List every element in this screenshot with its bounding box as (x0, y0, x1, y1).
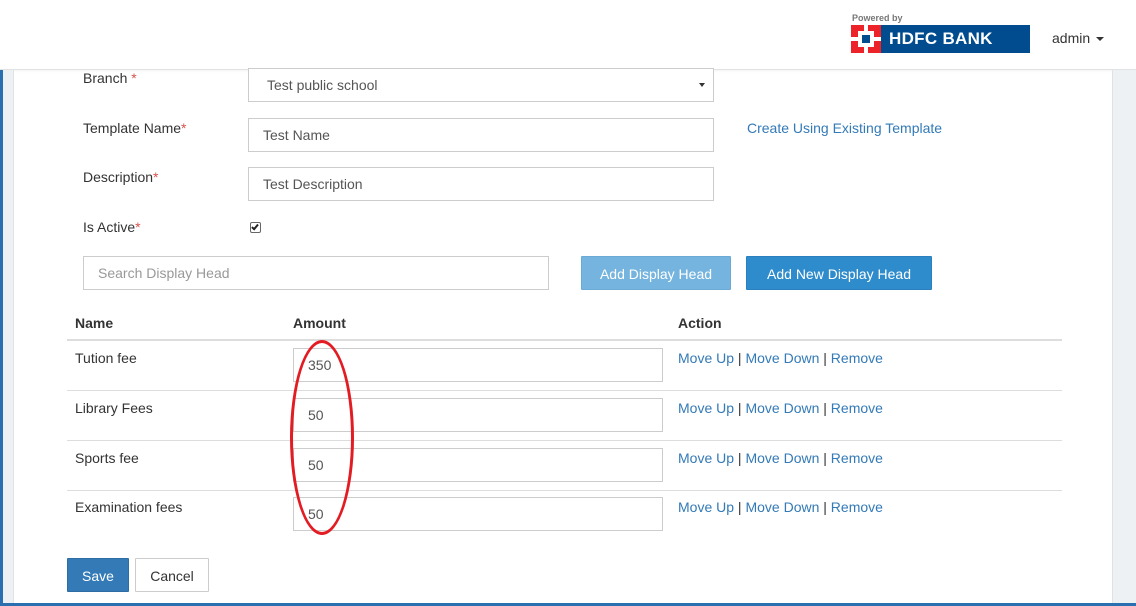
template-name-input[interactable]: Test Name (248, 118, 714, 152)
branch-select[interactable]: Test public school (248, 68, 714, 102)
row-name-sports-fee: Sports fee (75, 450, 139, 466)
remove-link[interactable]: Remove (830, 400, 883, 416)
right-scroll-rail[interactable] (1112, 70, 1136, 606)
user-menu[interactable]: admin (1052, 30, 1105, 46)
search-display-head-input[interactable]: Search Display Head (83, 256, 549, 290)
amount-input-tution-fee[interactable]: 350 (293, 348, 663, 382)
powered-by-text: Powered by (852, 13, 903, 23)
row-divider (67, 390, 1062, 391)
select-arrow-icon (699, 83, 705, 87)
move-down-link[interactable]: Move Down (745, 400, 820, 416)
column-header-name: Name (75, 315, 114, 331)
description-label: Description* (83, 169, 159, 185)
bank-name: HDFC BANK (881, 25, 1030, 53)
checkmark-icon (251, 222, 259, 231)
amount-input-library-fees[interactable]: 50 (293, 398, 663, 432)
table-header-divider (67, 339, 1062, 341)
left-sidebar-rail (0, 70, 14, 606)
branch-label: Branch * (83, 70, 137, 86)
row-divider (67, 440, 1062, 441)
row-actions: Move Up | Move Down | Remove (678, 450, 883, 466)
move-up-link[interactable]: Move Up (678, 499, 735, 515)
remove-link[interactable]: Remove (830, 450, 883, 466)
amount-input-sports-fee[interactable]: 50 (293, 448, 663, 482)
row-name-library-fees: Library Fees (75, 400, 153, 416)
user-name: admin (1052, 30, 1091, 46)
row-divider (67, 490, 1062, 491)
row-actions: Move Up | Move Down | Remove (678, 400, 883, 416)
create-using-existing-template-link[interactable]: Create Using Existing Template (747, 120, 943, 136)
add-new-display-head-button[interactable]: Add New Display Head (746, 256, 932, 290)
move-down-link[interactable]: Move Down (745, 499, 820, 515)
row-actions: Move Up | Move Down | Remove (678, 350, 883, 366)
top-navbar: Powered by HDFC BANK admin (0, 0, 1136, 70)
save-button[interactable]: Save (67, 558, 129, 592)
cancel-button[interactable]: Cancel (135, 558, 209, 592)
hdfc-bank-logo: Powered by HDFC BANK (851, 13, 1031, 55)
add-display-head-button[interactable]: Add Display Head (581, 256, 731, 290)
window-bottom-border (0, 603, 1136, 606)
move-up-link[interactable]: Move Up (678, 400, 735, 416)
row-actions: Move Up | Move Down | Remove (678, 499, 883, 515)
template-name-label: Template Name* (83, 120, 187, 136)
is-active-checkbox[interactable] (250, 222, 261, 233)
caret-down-icon (1096, 37, 1105, 42)
is-active-label: Is Active* (83, 219, 141, 235)
row-name-examination-fees: Examination fees (75, 499, 183, 515)
row-name-tution-fee: Tution fee (75, 350, 137, 366)
amount-input-examination-fees[interactable]: 50 (293, 497, 663, 531)
move-down-link[interactable]: Move Down (745, 450, 820, 466)
column-header-amount: Amount (293, 315, 346, 331)
description-input[interactable]: Test Description (248, 167, 714, 201)
hdfc-logo-icon (851, 25, 881, 53)
move-up-link[interactable]: Move Up (678, 350, 735, 366)
branch-select-value: Test public school (267, 77, 378, 93)
remove-link[interactable]: Remove (830, 499, 883, 515)
remove-link[interactable]: Remove (830, 350, 883, 366)
move-up-link[interactable]: Move Up (678, 450, 735, 466)
move-down-link[interactable]: Move Down (745, 350, 820, 366)
column-header-action: Action (678, 315, 722, 331)
